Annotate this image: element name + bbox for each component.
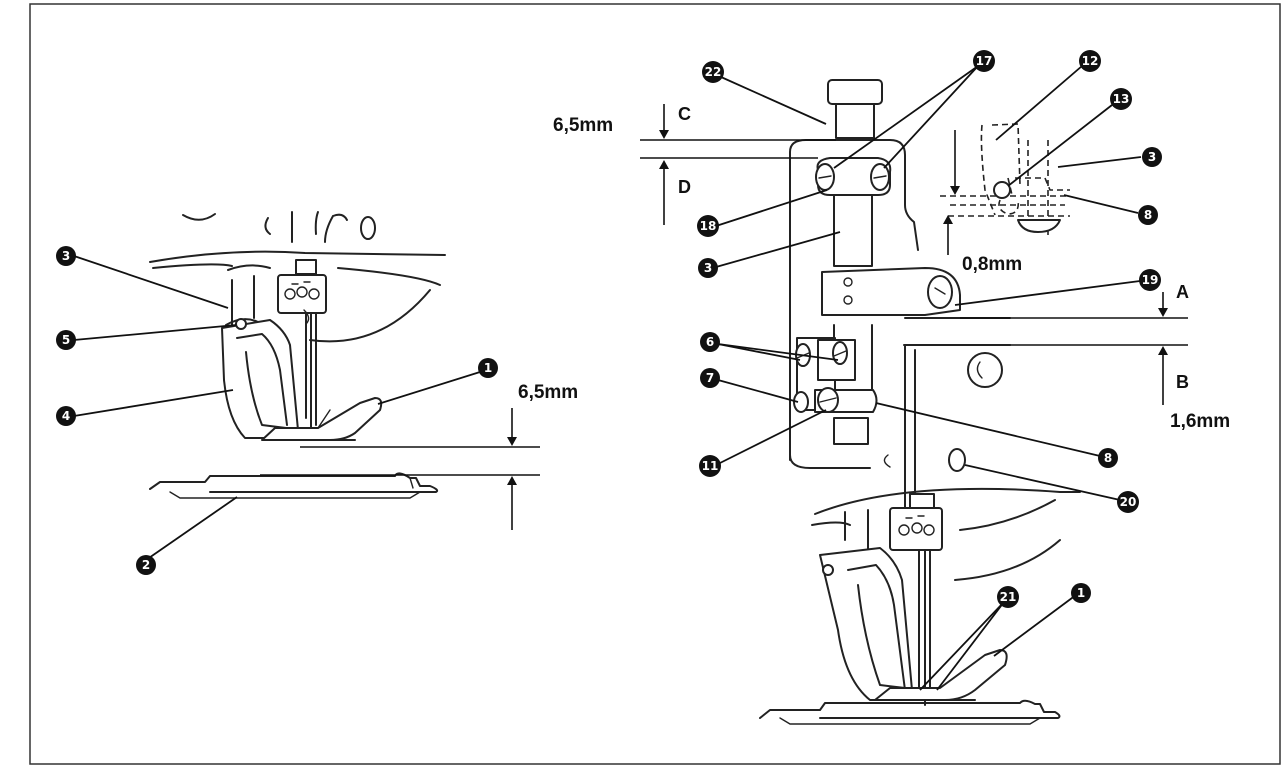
callout-badge-left-3: 3 xyxy=(56,246,76,266)
svg-text:8: 8 xyxy=(1104,451,1112,465)
svg-text:3: 3 xyxy=(704,261,712,275)
leader-18 xyxy=(715,189,828,227)
right-view-presser-bar xyxy=(827,79,883,445)
left-gap-label: 6,5mm xyxy=(518,382,578,403)
leader-6b xyxy=(717,343,839,361)
svg-text:22: 22 xyxy=(705,65,722,79)
leader-left-4 xyxy=(73,389,234,417)
dim-letter-c: C xyxy=(678,104,691,124)
callout-badge-7: 7 xyxy=(700,368,720,388)
svg-text:2: 2 xyxy=(142,558,150,572)
leader-r3a xyxy=(1057,156,1142,168)
leader-left-3 xyxy=(73,255,229,309)
svg-text:7: 7 xyxy=(706,371,714,385)
svg-text:3: 3 xyxy=(1148,150,1156,164)
right-view-presser-foot xyxy=(819,509,1008,701)
inset-detail xyxy=(940,123,1070,235)
svg-text:1: 1 xyxy=(484,361,492,375)
svg-text:19: 19 xyxy=(1142,273,1159,287)
callout-badge-right-3b: 3 xyxy=(698,258,718,278)
dim-c-d xyxy=(640,104,836,225)
right-view-needle-plate xyxy=(759,699,1061,725)
callout-badge-11: 11 xyxy=(699,455,721,477)
dim-letter-a: A xyxy=(1176,282,1189,302)
callout-badge-6: 6 xyxy=(700,332,720,352)
leader-17a xyxy=(833,65,979,169)
leader-r8a xyxy=(1063,194,1139,214)
top-gap-label: 6,5mm xyxy=(553,115,613,136)
dim-letter-b: B xyxy=(1176,372,1189,392)
svg-text:17: 17 xyxy=(976,54,993,68)
right-gap-label: 1,6mm xyxy=(1170,411,1230,432)
leader-21a xyxy=(919,601,1005,691)
leader-left-1 xyxy=(377,371,481,405)
svg-text:12: 12 xyxy=(1082,54,1099,68)
callout-badge-right-8a: 8 xyxy=(1138,205,1158,225)
callout-badge-left-2: 2 xyxy=(136,555,156,575)
callout-badge-right-1: 1 xyxy=(1071,583,1091,603)
right-view-needle-clamp xyxy=(889,493,943,706)
callout-badge-21: 21 xyxy=(997,586,1019,608)
right-view-frame-casting xyxy=(789,139,1011,541)
left-view-machine-head xyxy=(149,211,446,343)
callout-badge-19: 19 xyxy=(1139,269,1161,291)
callout-badge-13: 13 xyxy=(1110,88,1132,110)
svg-text:11: 11 xyxy=(702,459,719,473)
leader-12 xyxy=(995,65,1083,141)
leader-13 xyxy=(1007,104,1113,187)
svg-text:4: 4 xyxy=(62,409,70,423)
svg-text:8: 8 xyxy=(1144,208,1152,222)
leader-left-5 xyxy=(73,324,237,341)
callout-badge-left-5: 5 xyxy=(56,330,76,350)
leader-r8b xyxy=(875,402,1101,457)
left-view-presser-foot xyxy=(221,318,383,441)
left-view-needle-plate xyxy=(149,472,439,499)
callout-badge-22: 22 xyxy=(702,61,724,83)
svg-text:20: 20 xyxy=(1120,495,1137,509)
leader-11 xyxy=(717,409,827,465)
callout-badge-right-3a: 3 xyxy=(1142,147,1162,167)
figure-frame xyxy=(29,3,1281,765)
svg-text:21: 21 xyxy=(1000,590,1017,604)
right-view-lift-bracket xyxy=(793,337,878,413)
detail-gap-label: 0,8mm xyxy=(962,254,1022,275)
callout-badge-18: 18 xyxy=(697,215,719,237)
callout-badge-12: 12 xyxy=(1079,50,1101,72)
leader-21b xyxy=(936,601,1005,691)
callout-badge-20: 20 xyxy=(1117,491,1139,513)
svg-text:5: 5 xyxy=(62,333,70,347)
right-view-guide-bracket xyxy=(821,267,961,316)
callout-badge-left-4: 4 xyxy=(56,406,76,426)
leader-left-2 xyxy=(145,496,238,561)
leader-r3b xyxy=(715,231,841,268)
svg-text:6: 6 xyxy=(706,335,714,349)
leader-r1 xyxy=(993,594,1077,657)
leader-20 xyxy=(964,464,1121,501)
right-view-upper-collar xyxy=(815,157,892,196)
dim-0-8mm xyxy=(943,130,960,255)
dim-letter-d: D xyxy=(678,177,691,197)
leader-19 xyxy=(954,280,1141,306)
left-gap-dimension xyxy=(260,408,540,530)
leader-17b xyxy=(883,65,979,169)
callout-badge-17: 17 xyxy=(973,50,995,72)
svg-text:18: 18 xyxy=(700,219,717,233)
svg-text:13: 13 xyxy=(1113,92,1130,106)
left-view-needle-clamp xyxy=(277,259,327,433)
dim-a-b xyxy=(960,292,1188,405)
callout-badge-right-8b: 8 xyxy=(1098,448,1118,468)
leader-22 xyxy=(720,76,827,125)
callout-badge-left-1: 1 xyxy=(478,358,498,378)
svg-text:3: 3 xyxy=(62,249,70,263)
svg-text:1: 1 xyxy=(1077,586,1085,600)
right-view-machine-head xyxy=(811,487,1081,581)
leader-7 xyxy=(717,379,799,403)
